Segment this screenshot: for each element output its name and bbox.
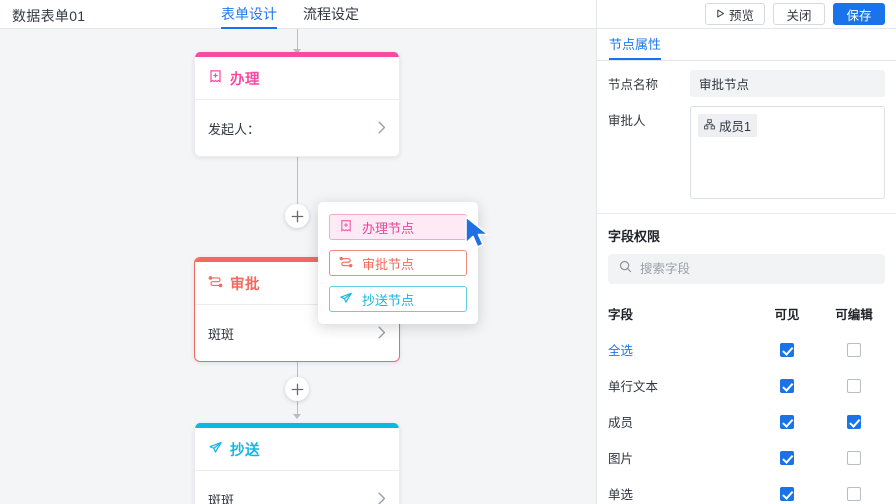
table-row: 图片 xyxy=(608,439,885,475)
chevron-right-icon xyxy=(378,492,386,504)
search-box[interactable] xyxy=(608,254,885,284)
column-header-field: 字段 xyxy=(608,307,634,322)
field-name: 单行文本 xyxy=(608,380,659,394)
node-title: 抄送 xyxy=(230,443,260,459)
node-accent-strip xyxy=(195,52,399,57)
tab-flow-settings[interactable]: 流程设定 xyxy=(303,6,359,22)
column-header-editable: 可编辑 xyxy=(835,307,873,322)
node-header: 审批 xyxy=(195,262,399,305)
table-row: 全选 xyxy=(608,331,885,367)
field-name: 单选 xyxy=(608,488,634,502)
field-name: 成员 xyxy=(608,416,634,430)
flow-canvas-pane: 数据表单01 表单设计 流程设定 xyxy=(0,0,596,504)
approver-tag-label: 成员1 xyxy=(719,120,751,134)
menu-item-label: 审批节点 xyxy=(362,256,415,272)
editable-checkbox[interactable] xyxy=(847,342,861,357)
node-accent-strip xyxy=(195,423,399,428)
field-permissions-title: 字段权限 xyxy=(608,229,661,244)
editable-checkbox[interactable] xyxy=(847,414,861,429)
search-icon xyxy=(619,260,632,278)
visible-checkbox[interactable] xyxy=(780,486,794,501)
node-body[interactable]: 斑斑 xyxy=(195,305,399,361)
panel-divider xyxy=(597,213,896,214)
chevron-right-icon xyxy=(378,326,386,341)
approver-field[interactable]: 成员1 xyxy=(690,106,885,199)
search-field-wrap xyxy=(597,245,896,284)
preview-label: 预览 xyxy=(728,8,754,23)
panel-tabs: 节点属性 xyxy=(597,29,896,61)
editable-checkbox[interactable] xyxy=(847,486,861,501)
table-row: 成员 xyxy=(608,403,885,439)
save-button[interactable]: 保存 xyxy=(833,3,885,25)
panel-action-bar: 预览 关闭 保存 xyxy=(597,0,896,29)
chevron-right-icon xyxy=(378,121,386,136)
search-input[interactable] xyxy=(640,262,874,276)
node-header: 办理 xyxy=(195,57,399,100)
add-node-button-2[interactable] xyxy=(285,377,309,401)
app-topbar: 数据表单01 表单设计 流程设定 xyxy=(0,0,596,29)
properties-panel: 预览 关闭 保存 节点属性 节点名称 审批节点 审批人 xyxy=(596,0,896,504)
ticket-plus-icon xyxy=(208,69,223,89)
node-accent-strip xyxy=(195,258,399,262)
field-permissions-table: 字段 可见 可编辑 全选 单行文本 成员 图片 xyxy=(597,295,896,504)
play-icon xyxy=(716,7,725,21)
node-header: 抄送 xyxy=(195,428,399,471)
preview-button[interactable]: 预览 xyxy=(704,3,765,25)
approver-tag[interactable]: 成员1 xyxy=(698,114,757,137)
node-body-text: 斑斑 xyxy=(208,326,235,342)
connector-arrow-top xyxy=(293,49,301,54)
visible-checkbox[interactable] xyxy=(780,414,794,429)
table-row: 单选 xyxy=(608,475,885,504)
menu-item-label: 抄送节点 xyxy=(362,292,415,308)
menu-item-approval-node[interactable]: 审批节点 xyxy=(329,250,467,276)
menu-item-handle-node[interactable]: 办理节点 xyxy=(329,214,467,240)
paper-plane-icon xyxy=(208,440,223,460)
visible-checkbox[interactable] xyxy=(780,450,794,465)
node-body-text: 斑斑 xyxy=(208,492,235,504)
page-title: 数据表单01 xyxy=(12,8,86,24)
tab-form-design[interactable]: 表单设计 xyxy=(221,0,277,29)
editable-checkbox[interactable] xyxy=(847,450,861,465)
table-row: 单行文本 xyxy=(608,367,885,403)
connector-arrow-3 xyxy=(293,414,301,419)
flow-node-handle[interactable]: 办理 发起人： xyxy=(194,52,400,157)
connector-line-top xyxy=(297,29,298,51)
editable-checkbox[interactable] xyxy=(847,378,861,393)
node-body[interactable]: 斑斑 xyxy=(195,471,399,504)
top-tabs: 表单设计 流程设定 xyxy=(221,0,359,29)
menu-item-cc-node[interactable]: 抄送节点 xyxy=(329,286,467,312)
branch-flow-icon xyxy=(208,274,223,294)
visible-checkbox[interactable] xyxy=(780,378,794,393)
approver-label: 审批人 xyxy=(608,114,646,128)
menu-item-label: 办理节点 xyxy=(362,220,415,236)
connector-line-3 xyxy=(297,400,298,418)
ticket-plus-icon xyxy=(339,219,353,236)
branch-flow-icon xyxy=(339,255,353,272)
node-name-row: 节点名称 审批节点 xyxy=(597,61,896,97)
node-title: 办理 xyxy=(230,72,260,88)
field-name-select-all[interactable]: 全选 xyxy=(608,344,634,358)
visible-checkbox[interactable] xyxy=(780,342,794,357)
node-title: 审批 xyxy=(230,277,260,293)
node-body-text: 发起人： xyxy=(208,121,261,137)
node-name-label: 节点名称 xyxy=(608,78,659,92)
close-label: 关闭 xyxy=(786,8,812,23)
connector-line-1 xyxy=(297,148,298,226)
org-chart-icon xyxy=(704,118,715,133)
close-button[interactable]: 关闭 xyxy=(773,3,825,25)
add-node-menu: 办理节点 审批节点 xyxy=(318,202,478,324)
tab-node-properties[interactable]: 节点属性 xyxy=(609,29,662,60)
node-body[interactable]: 发起人： xyxy=(195,100,399,156)
save-label: 保存 xyxy=(846,8,872,23)
paper-plane-icon xyxy=(339,291,353,308)
column-header-visible: 可见 xyxy=(774,307,800,322)
add-node-button-1[interactable] xyxy=(285,204,309,228)
approver-row: 审批人 成员1 xyxy=(597,97,896,199)
flow-node-cc[interactable]: 抄送 斑斑 xyxy=(194,423,400,504)
field-name: 图片 xyxy=(608,452,634,466)
workflow-canvas: 办理 发起人： xyxy=(0,29,596,504)
table-header-row: 字段 可见 可编辑 xyxy=(608,295,885,331)
node-name-field[interactable]: 审批节点 xyxy=(690,70,885,97)
